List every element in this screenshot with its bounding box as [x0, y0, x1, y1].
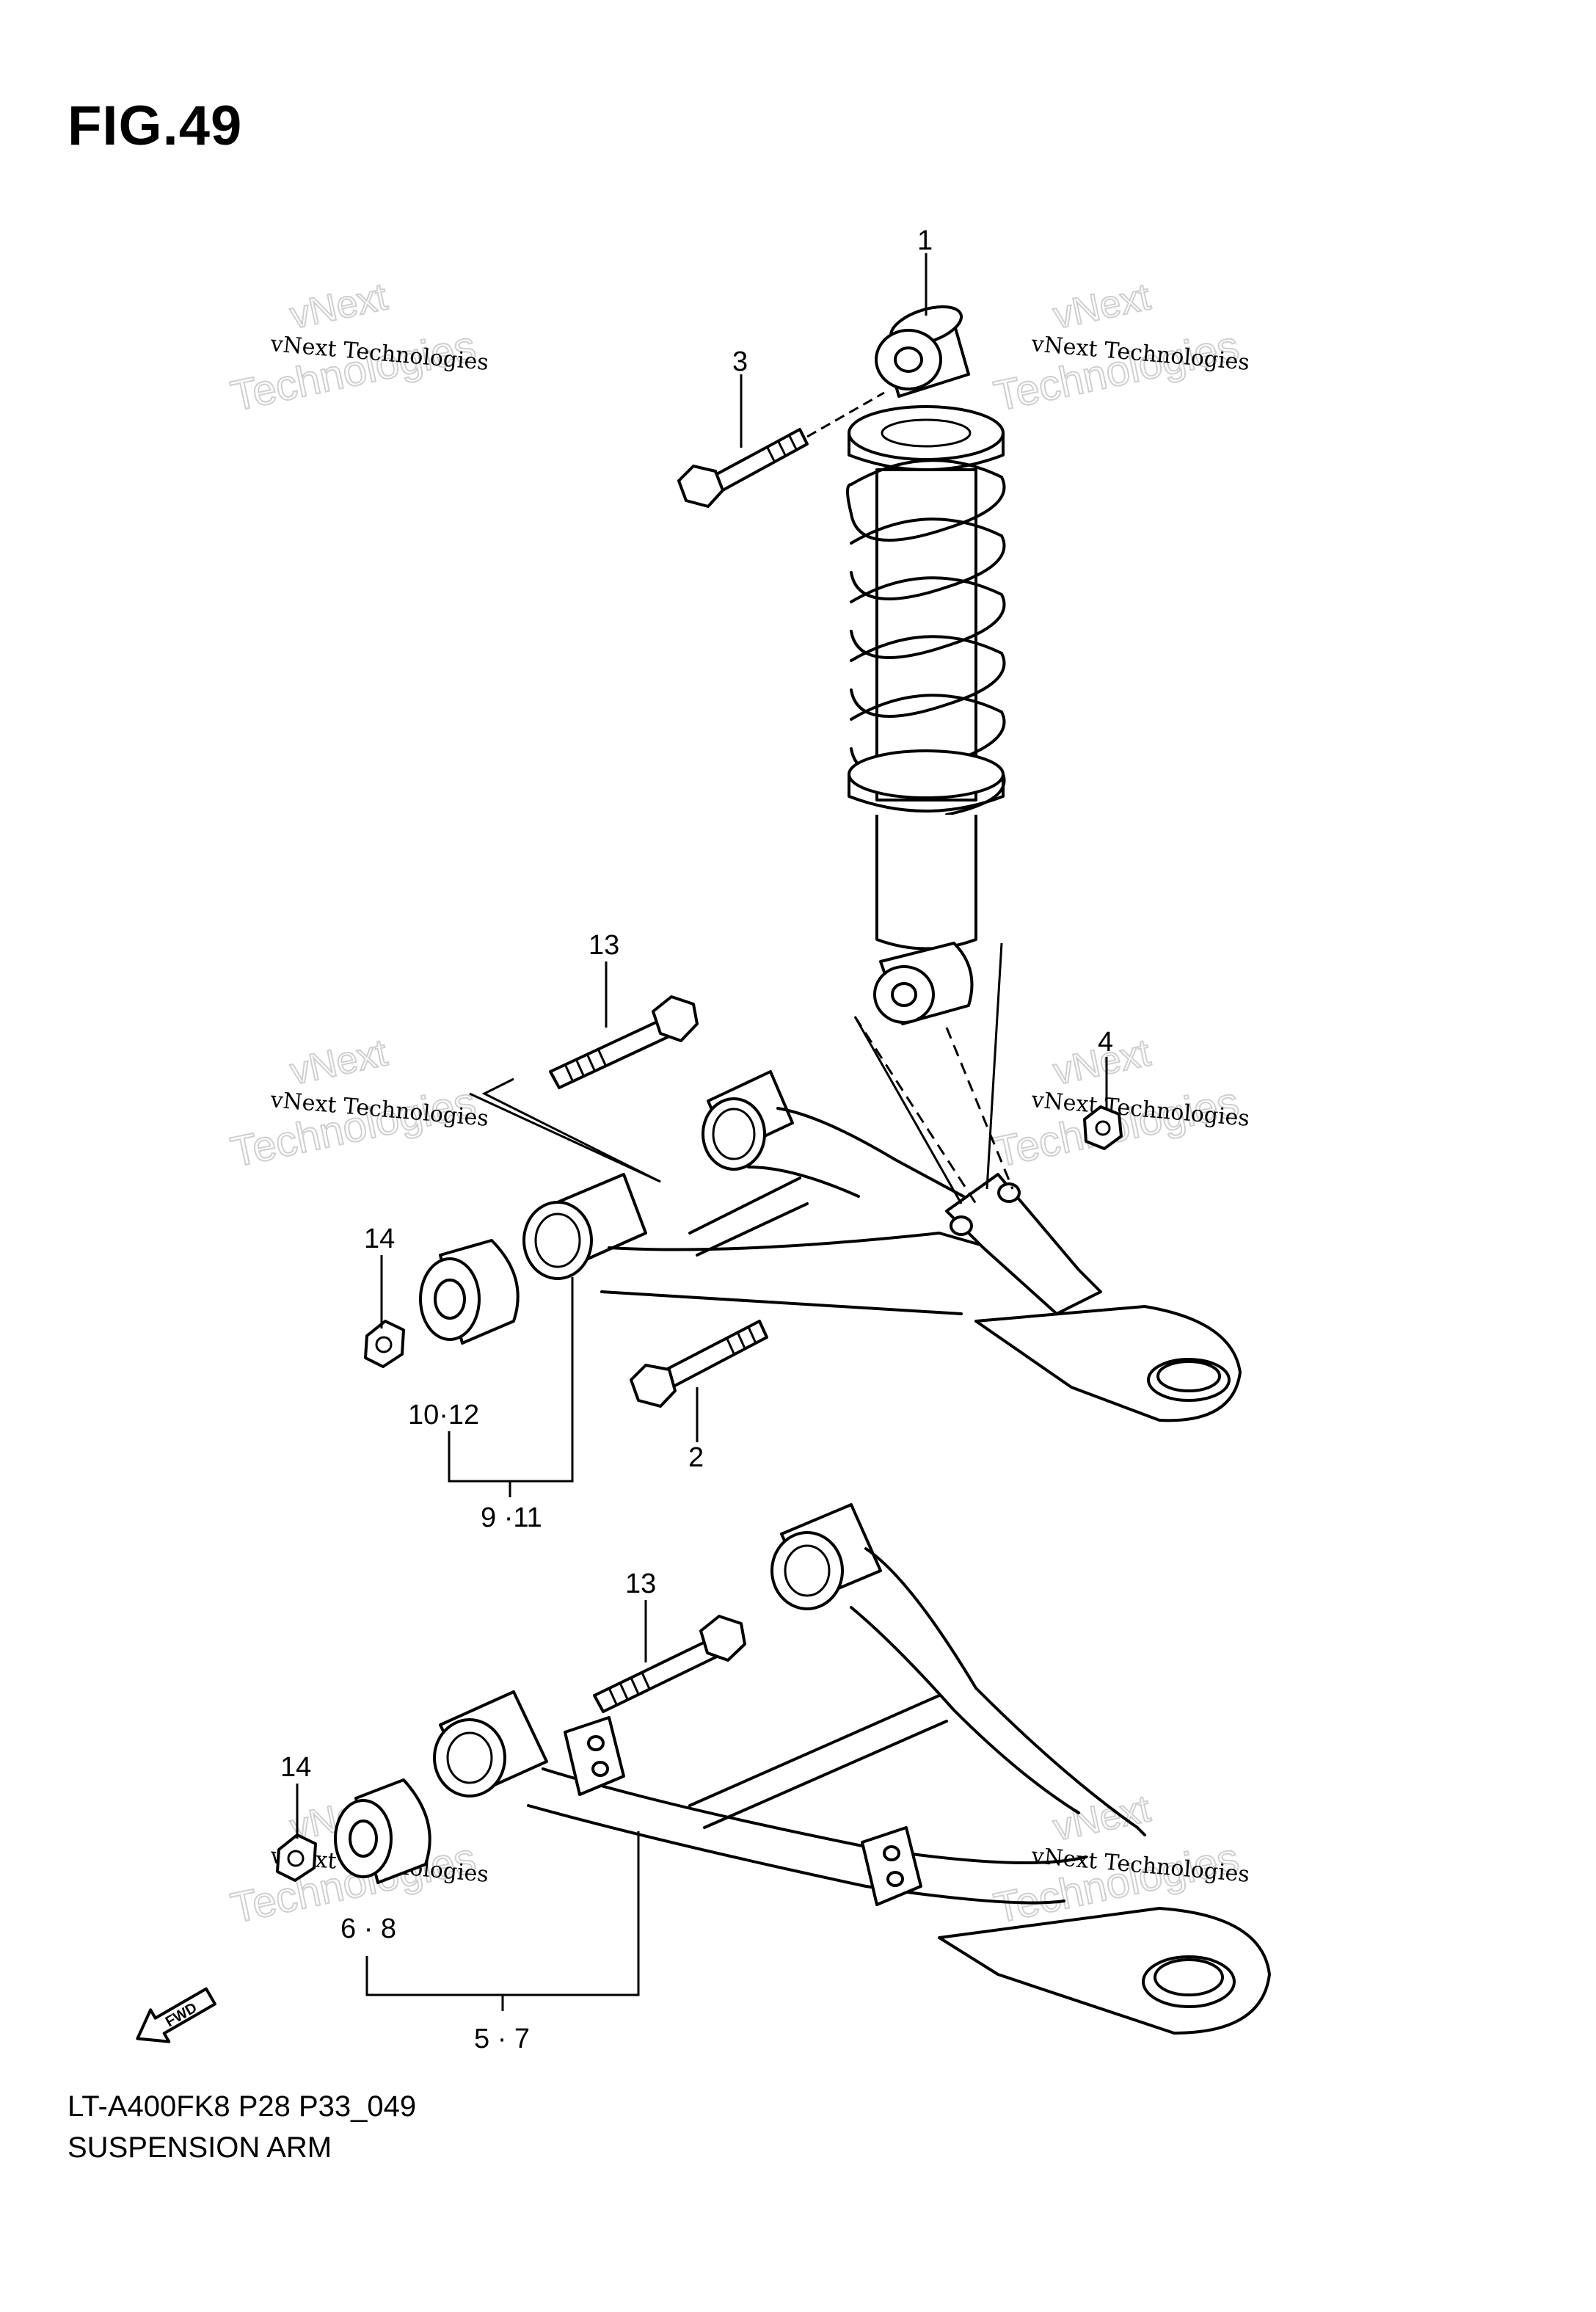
watermark-mid-left: vNext Technologies vNext Technologies — [226, 1030, 489, 1177]
upper-leader-lines — [469, 942, 1108, 1204]
callout-14-upper: 14 — [364, 1224, 395, 1254]
callout-13-upper: 13 — [589, 930, 619, 961]
bushing-6-8 — [334, 1778, 431, 1884]
watermark-bottom-right: vNext Technologies vNext Technologies — [989, 1786, 1250, 1933]
watermark-top-right: vNext Technologies vNext Technologies — [989, 275, 1250, 421]
bolt-2 — [630, 1320, 768, 1408]
callout-1: 1 — [917, 225, 933, 256]
watermark-top-left: vNext Technologies vNext Technologies — [226, 275, 489, 421]
bolt-13-lower — [593, 1615, 746, 1713]
callout-10-12: 10·12 — [408, 1400, 479, 1431]
callout-14-lower: 14 — [280, 1752, 311, 1783]
callout-9-11: 9 ·11 — [481, 1502, 542, 1533]
svg-text:vNext: vNext — [1049, 1787, 1154, 1849]
nut-4 — [1083, 1105, 1123, 1150]
leader-3-dash — [806, 391, 885, 438]
shock-absorber — [846, 305, 1006, 1025]
bushing-10-12 — [419, 1239, 520, 1345]
callout-6-8: 6 · 8 — [340, 1913, 396, 1944]
svg-text:vNext: vNext — [1049, 275, 1154, 337]
svg-text:vNext: vNext — [286, 1031, 391, 1093]
callout-3: 3 — [732, 346, 748, 377]
nut-14-upper — [364, 1320, 405, 1368]
callout-4: 4 — [1098, 1027, 1113, 1058]
callout-13-lower: 13 — [625, 1568, 656, 1599]
svg-text:vNext: vNext — [286, 275, 391, 337]
callout-5-7: 5 · 7 — [474, 2024, 530, 2054]
fwd-arrow-icon: FWD — [136, 1987, 216, 2043]
diagram-title: SUSPENSION ARM — [68, 2131, 332, 2164]
callout-leaders — [296, 253, 928, 2011]
bolt-13-upper — [549, 995, 699, 1089]
lower-suspension-arm — [433, 1503, 1271, 2035]
diagram-code: LT-A400FK8 P28 P33_049 — [68, 2090, 417, 2123]
bolt-3 — [677, 428, 809, 508]
upper-suspension-arm — [522, 1070, 1242, 1422]
watermark-mid-right: vNext Technologies vNext Technologies — [989, 1030, 1250, 1177]
callout-2: 2 — [688, 1442, 704, 1473]
figure-title: FIG.49 — [68, 95, 243, 157]
